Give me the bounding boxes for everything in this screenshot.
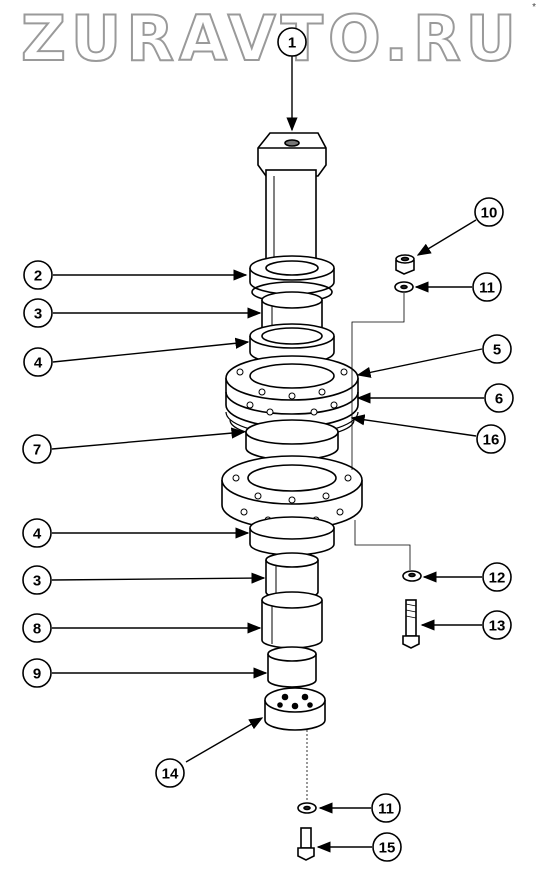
callout-label: 1: [288, 35, 296, 52]
callout-c7: 7: [22, 434, 52, 464]
callout-c8: 8: [22, 613, 52, 643]
callout-circle: [23, 260, 53, 290]
callout-label: 13: [489, 618, 506, 635]
part-flange-upper: [225, 355, 359, 439]
callout-circle: [22, 613, 52, 643]
callout-label: 4: [33, 526, 42, 543]
callout-label: 8: [33, 621, 41, 638]
callout-circle: [484, 383, 514, 413]
callout-c11a: 11: [472, 272, 502, 302]
callout-label: 7: [33, 442, 41, 459]
callout-c3a: 3: [23, 298, 53, 328]
callout-circle: [277, 27, 307, 57]
part-nut-12: [402, 570, 422, 582]
callout-label: 15: [379, 840, 396, 857]
part-bearing-bottom: [249, 516, 335, 556]
callout-label: 4: [34, 355, 43, 372]
callout-c6: 6: [484, 383, 514, 413]
callout-label: 6: [495, 391, 503, 408]
callout-c4b: 4: [22, 518, 52, 548]
callout-label: 9: [33, 666, 41, 683]
callout-circle: [22, 658, 52, 688]
callout-c15: 15: [372, 832, 402, 862]
callout-label: 11: [378, 801, 394, 818]
callout-label: 16: [483, 432, 500, 449]
part-sleeve: [261, 591, 323, 649]
part-ring: [267, 646, 317, 688]
part-end-cap: [264, 687, 326, 731]
callout-circle: [474, 197, 504, 227]
callout-label: 2: [34, 268, 42, 285]
part-flange-lower: [221, 455, 363, 530]
part-bushing-bottom: [265, 552, 319, 600]
callout-c2: 2: [23, 260, 53, 290]
callout-circle: [482, 610, 512, 640]
callout-label: 5: [493, 342, 501, 359]
corner-mark: *: [532, 2, 536, 13]
callout-label: 11: [479, 280, 495, 297]
callout-circle: [23, 298, 53, 328]
part-bolt-13: [402, 599, 420, 649]
callout-circle: [371, 793, 401, 823]
callout-circle: [372, 832, 402, 862]
callout-circle: [482, 334, 512, 364]
callout-circle: [23, 347, 53, 377]
assembly-guides: [306, 293, 411, 800]
watermark: ZURAVTO.RU: [20, 2, 522, 75]
part-spacer: [245, 419, 339, 461]
callout-c1: 1: [277, 27, 307, 57]
part-washer-11-top: [394, 281, 414, 293]
callout-c13: 13: [482, 610, 512, 640]
callout-c10: 10: [474, 197, 504, 227]
part-washer-11-bottom: [297, 802, 317, 814]
part-bolt-15: [297, 827, 315, 861]
part-nut-10: [395, 254, 415, 275]
callout-c11b: 11: [371, 793, 401, 823]
callout-c14: 14: [155, 758, 185, 788]
callout-c5: 5: [482, 334, 512, 364]
callout-circle: [22, 434, 52, 464]
callout-label: 10: [481, 205, 498, 222]
callout-c3b: 3: [22, 565, 52, 595]
leader-lines: [51, 55, 484, 853]
callout-circle: [476, 424, 506, 454]
callout-circle: [472, 272, 502, 302]
callout-label: 3: [33, 573, 41, 590]
part-collar-top: [249, 255, 335, 303]
callout-c12: 12: [482, 562, 512, 592]
callout-circle: [22, 518, 52, 548]
callout-c4a: 4: [23, 347, 53, 377]
callout-label: 14: [162, 766, 179, 783]
callout-circle: [482, 562, 512, 592]
callout-circle: [22, 565, 52, 595]
callout-circle: [155, 758, 185, 788]
callout-label: 12: [489, 570, 506, 587]
callout-c9: 9: [22, 658, 52, 688]
assembly-drawing: [221, 132, 422, 861]
callout-c16: 16: [476, 424, 506, 454]
callout-label: 3: [34, 306, 42, 323]
